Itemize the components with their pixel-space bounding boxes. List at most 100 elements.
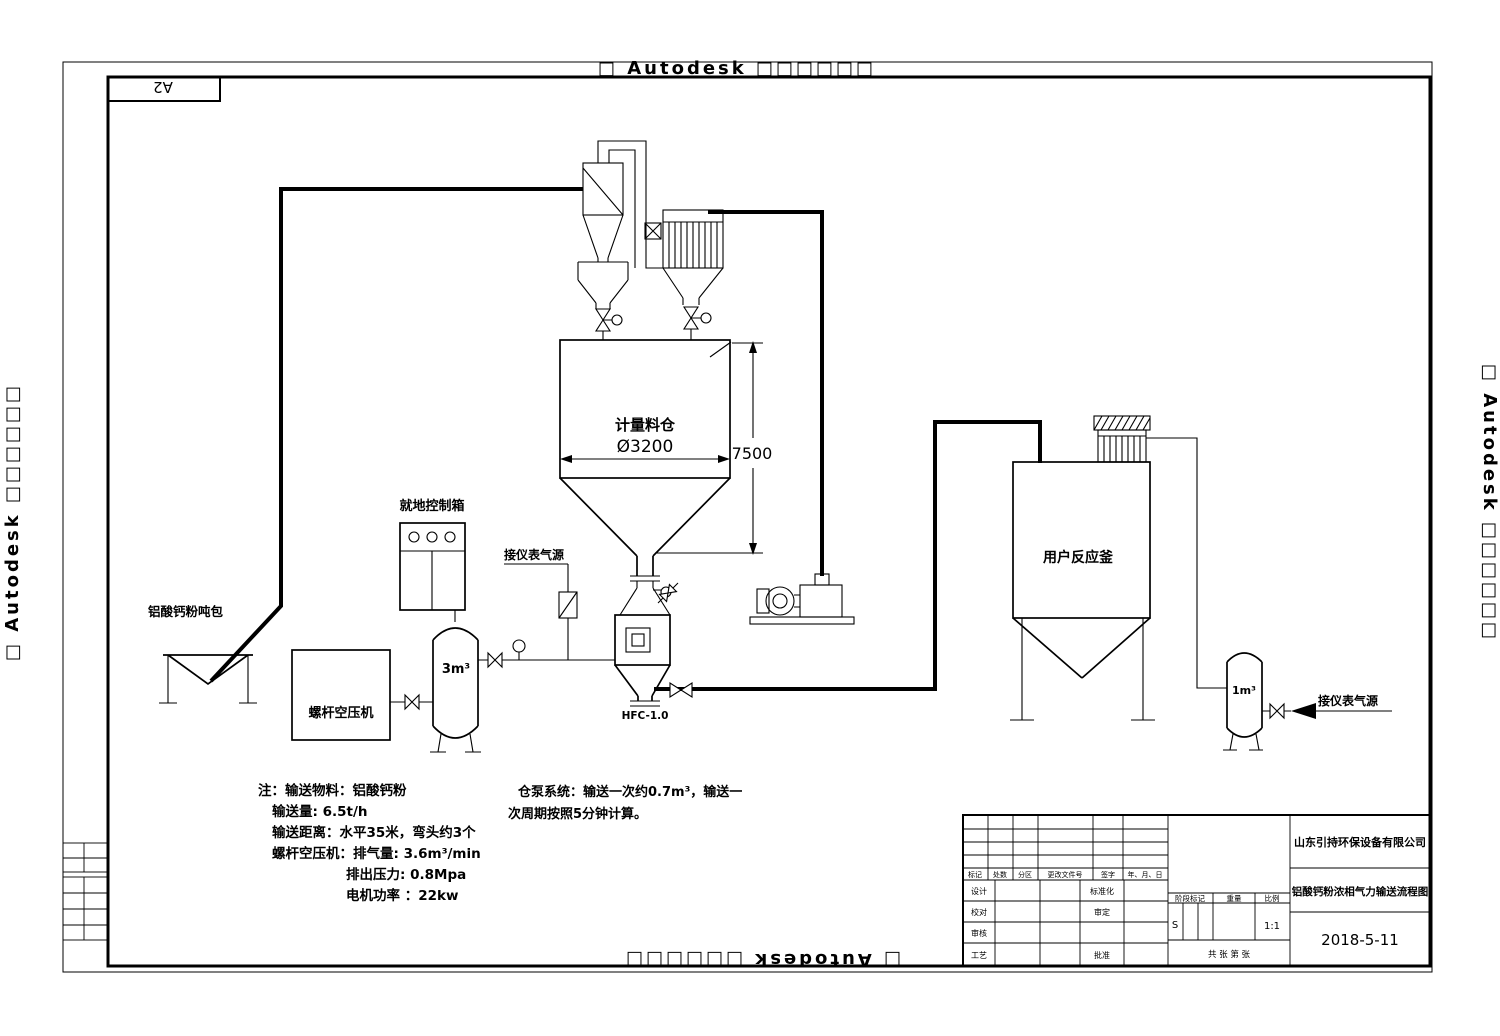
frame-outer-border: [62, 61, 1433, 973]
discharge-check-valve: [669, 681, 693, 699]
blower-suction-line: [708, 210, 824, 576]
hfc-bin-pump: HFC-1.0: [614, 581, 679, 722]
instrument-air-left: 接仪表气源: [504, 547, 578, 660]
revision-strip-upper: [62, 842, 109, 873]
drawing-date: 2018-5-11: [1321, 931, 1399, 949]
filter-vent-box: [644, 222, 662, 240]
note-line: 次周期按照5分钟计算。: [508, 806, 647, 822]
silo-outlet-flange: [630, 575, 660, 582]
control-box-doors: [400, 550, 465, 610]
suction-line: [209, 187, 583, 683]
cyclone-valve-actuator: [611, 314, 623, 326]
title-block-main-dividers: [1167, 815, 1291, 966]
note-line: 输送量: 6.5t/h: [272, 803, 368, 820]
pump-vent-valve: [658, 583, 678, 603]
cyclone-cone: [582, 167, 624, 262]
stage-mark: S: [1172, 920, 1178, 931]
drawing-frame: A2: [62, 61, 1433, 973]
reactor-filter-bags: [1098, 435, 1146, 462]
silo-body: [559, 339, 731, 479]
ton-bag-label: 铝酸钙粉吨包: [148, 604, 224, 619]
rev-header-change-doc: 更改文件号: [1048, 870, 1083, 879]
air-regulator-diagonal: [558, 591, 578, 619]
air-receiver-tank: 3m³: [430, 609, 615, 753]
sheet-count: 共 张 第 张: [1208, 949, 1251, 960]
note-line: 排出压力: 0.8Mpa: [346, 866, 466, 883]
watermark-top: □ Autodesk □□□□□□: [598, 58, 876, 79]
compressor-outlet-valve: [404, 693, 420, 711]
indicator-lamp-icon: [444, 531, 456, 543]
note-line: 注：输送物料：铝酸钙粉: [258, 782, 407, 799]
watermark-right: □ Autodesk □□□□□□: [1479, 364, 1500, 642]
rev-header-zone: 分区: [1018, 870, 1032, 879]
right-column-dividers: [1290, 867, 1430, 913]
format-label: A2: [153, 78, 173, 96]
height-dim-line: [655, 341, 763, 554]
note-line: 电机功率 ：22kw: [346, 887, 458, 904]
reactor-legs: [1010, 618, 1155, 721]
stage-header: 阶段标记: [1175, 893, 1205, 903]
instrument-air-left-line: [504, 563, 569, 592]
silo-diameter-dim: Ø3200: [617, 437, 674, 457]
frame-inner-border: [106, 75, 1432, 968]
pump-model-label: HFC-1.0: [622, 710, 669, 722]
air-tank-shell: [432, 627, 479, 739]
ton-bag-hopper: 铝酸钙粉吨包: [148, 604, 257, 704]
reactor-filter-hatch: [1093, 415, 1151, 431]
buffer-tank-capacity-label: 1m³: [1232, 684, 1256, 697]
revision-strip-lower: [62, 876, 109, 941]
sign-row-design: 设计: [971, 886, 987, 896]
coupling: [794, 594, 800, 608]
silo-height-dim: 7500: [732, 444, 773, 463]
vacuum-blower: [749, 573, 855, 625]
buffer-tank-shell: [1226, 652, 1263, 738]
cyclone-discharge-bin: [577, 261, 629, 309]
conveying-line: [654, 420, 1042, 691]
measuring-silo: 计量料仓 Ø3200 7500: [559, 339, 773, 582]
bag-filter: [644, 209, 724, 340]
reactor-cone: [1012, 617, 1151, 679]
signature-grid: [963, 880, 1168, 966]
silo-label: 计量料仓: [615, 416, 676, 434]
branch-line-right: [1146, 437, 1227, 689]
rev-header-mark: 标记: [968, 870, 982, 879]
pump-bottom-flange: [630, 700, 660, 707]
note-line: 螺杆空压机：排气量: 3.6m³/min: [272, 845, 481, 862]
blower-inlet-flange: [814, 573, 830, 586]
air-tank-legs: [430, 609, 481, 753]
pump-body: [614, 614, 671, 666]
air-compressor: 螺杆空压机: [291, 649, 433, 741]
pump-manhole-inner: [631, 633, 645, 647]
blower-base: [749, 616, 855, 625]
note-line: 输送距离：水平35米，弯头约3个: [272, 824, 476, 841]
ton-bag-shape: [163, 654, 253, 686]
sign-row-check: 校对: [971, 907, 987, 917]
instrument-air-left-label: 接仪表气源: [504, 547, 564, 562]
cyclone-separator: [577, 140, 663, 340]
rev-header-date: 年、月、日: [1128, 870, 1163, 879]
indicator-lamp-icon: [426, 531, 438, 543]
notes-left: 注：输送物料：铝酸钙粉 输送量: 6.5t/h 输送距离：水平35米，弯头约3个…: [258, 782, 481, 904]
pump-inlet-cone: [619, 581, 671, 616]
mid-row-approve-check: 审定: [1094, 907, 1110, 917]
motor-end: [756, 588, 770, 614]
filter-valve-stem: [690, 317, 701, 340]
mid-row-standard: 标准化: [1090, 886, 1114, 896]
pump-manhole-outer: [625, 627, 651, 653]
scale-header: 比例: [1265, 893, 1280, 903]
instrument-air-arrow-icon: [1291, 703, 1316, 719]
note-line: 仓泵系统：输送一次约0.7m³，输送一: [517, 784, 742, 800]
revision-strip-upper-grid: [63, 843, 108, 872]
scale-value: 1:1: [1264, 921, 1280, 932]
rev-header-count: 处数: [993, 870, 1007, 879]
pump-cone: [614, 664, 671, 701]
motor-inner-circle: [772, 593, 788, 609]
control-box-label: 就地控制箱: [399, 498, 464, 514]
reactor-body: [1012, 461, 1151, 619]
title-block-border: [962, 814, 1431, 967]
buffer-tank: 1m³ 接仪表气源: [1223, 652, 1392, 751]
blower-casing: [799, 584, 843, 618]
mid-row-approve: 批准: [1094, 950, 1110, 960]
